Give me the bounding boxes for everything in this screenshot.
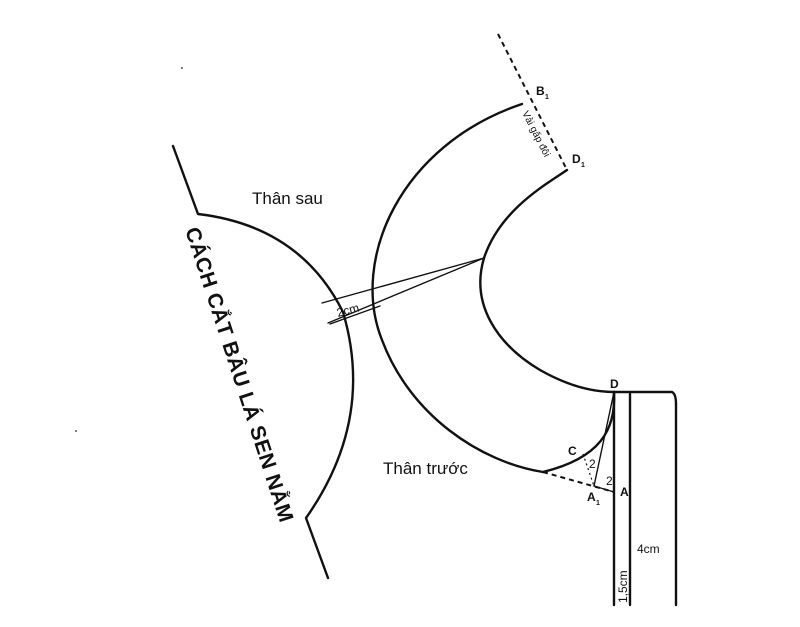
front-neck-curve [541, 390, 616, 474]
dotted-c-a1 [582, 453, 595, 487]
speck-2 [75, 430, 77, 432]
speck-1 [181, 67, 183, 69]
fold-line [497, 33, 568, 171]
front-body-label: Thân trước [383, 459, 468, 478]
measure-4cm-label: 4cm [637, 542, 660, 556]
front-shoulder-line [612, 390, 678, 406]
diagram-title: CÁCH CẮT BÂU LÁ SEN NẰM [180, 224, 298, 525]
point-a-label: A [620, 485, 629, 499]
point-d1-label: D [572, 152, 581, 166]
point-b1-label: B [536, 84, 545, 98]
dashed-base-line [542, 471, 615, 493]
measure-2-a: 2 [606, 474, 613, 488]
shoulder-line-back [329, 305, 381, 325]
measure-1-5cm-label: 1,5cm [616, 570, 630, 603]
point-b1-subscript: 1 [545, 94, 549, 101]
segment-a1-a [593, 485, 615, 493]
point-a1-label: A [587, 490, 596, 504]
point-d1-subscript: 1 [581, 162, 585, 169]
collar-outer-curve [371, 102, 545, 474]
back-body-label: Thân sau [252, 189, 323, 208]
back-body-outline [171, 144, 355, 580]
collar-inner-curve [479, 168, 616, 394]
point-c-label: C [568, 444, 577, 458]
point-d-label: D [610, 377, 619, 391]
shoulder-line-lower [327, 257, 485, 324]
diagonal-d-a1 [593, 391, 615, 487]
point-a1-subscript: 1 [596, 500, 600, 507]
measure-2-c: 2 [589, 457, 596, 471]
shoulder-line-upper [321, 257, 485, 304]
measure-2cm-label: 2cm [335, 301, 361, 320]
